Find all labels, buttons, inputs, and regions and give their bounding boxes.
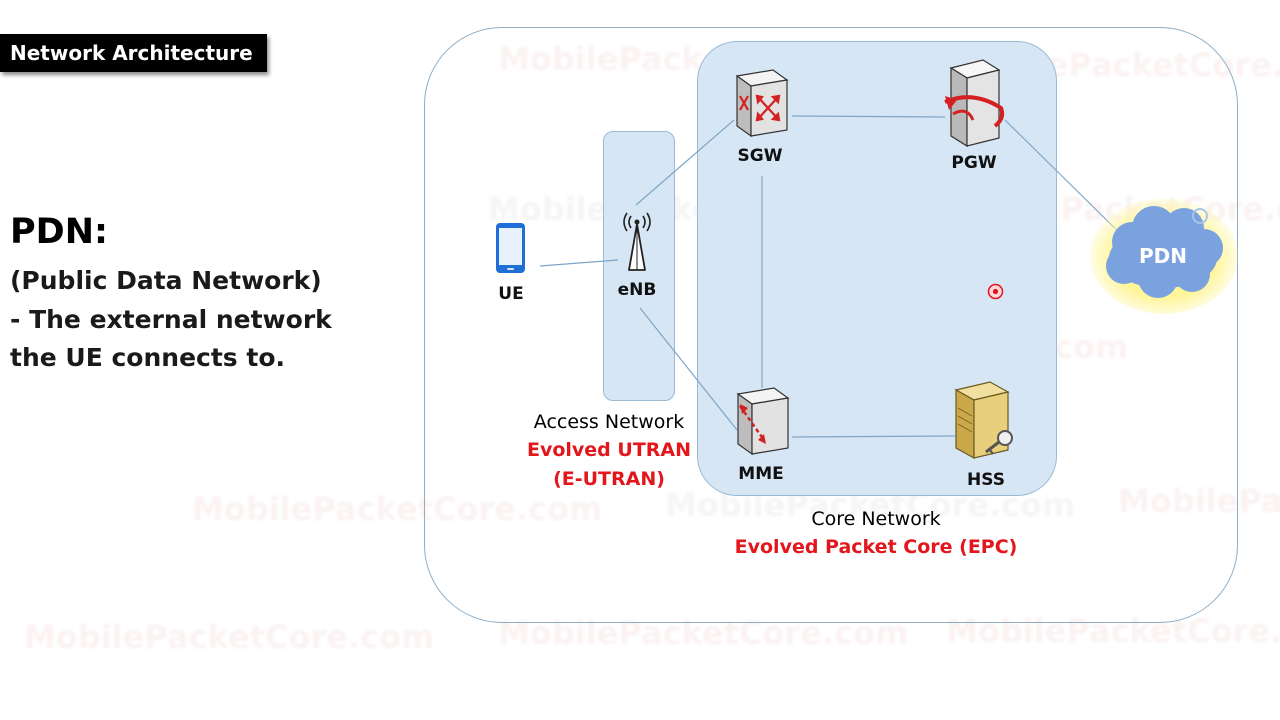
- pgw-label: PGW: [951, 153, 997, 173]
- link-ue-enb: [539, 259, 619, 267]
- database-server-icon: [954, 381, 1013, 460]
- hss-label: HSS: [967, 470, 1005, 490]
- link-enb-sgw: [635, 119, 735, 206]
- description-line: - The external network: [10, 305, 332, 334]
- pdn-label: PDN: [1139, 244, 1187, 268]
- sgw-label: SGW: [737, 146, 783, 166]
- enb-label: eNB: [617, 280, 657, 300]
- link-mme-hss: [791, 435, 956, 438]
- watermark: MobilePacketCore.com: [192, 490, 603, 528]
- watermark: MobilePacketCore.com: [498, 614, 909, 652]
- core-network-title: Core Network: [811, 508, 941, 530]
- ue-label: UE: [498, 284, 524, 304]
- router-icon: [735, 69, 789, 138]
- watermark: MobilePacketCore.com: [946, 612, 1280, 650]
- network-frame: [424, 27, 1238, 623]
- link-sgw-pgw: [791, 115, 946, 118]
- watermark: MobilePacketCore.com: [24, 618, 435, 656]
- access-network-title: Access Network: [533, 411, 685, 433]
- section-title: Network Architecture: [0, 34, 267, 72]
- access-network-subtitle: Evolved UTRAN: [526, 439, 692, 461]
- phone-icon: [496, 223, 525, 273]
- antenna-icon: [623, 212, 651, 271]
- description-heading: PDN:: [10, 212, 108, 252]
- core-network-subtitle: Evolved Packet Core (EPC): [734, 536, 1018, 558]
- pdn-cloud-icon: [1090, 198, 1238, 314]
- watermark: MobilePacketCore.com: [1118, 482, 1280, 520]
- access-network-subtitle: (E-UTRAN): [553, 468, 665, 490]
- pointer-dot-icon: [987, 283, 1004, 300]
- mme-server-icon: [736, 387, 790, 456]
- link-enb-mme: [639, 307, 738, 431]
- description-line: the UE connects to.: [10, 343, 286, 372]
- mme-label: MME: [738, 464, 784, 484]
- description-line: (Public Data Network): [10, 266, 322, 295]
- gateway-icon: [944, 59, 1005, 148]
